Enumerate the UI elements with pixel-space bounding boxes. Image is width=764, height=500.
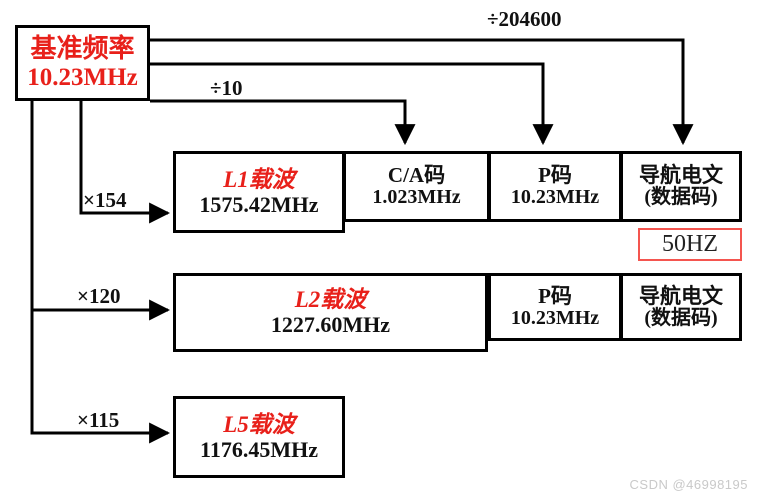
data-rate-label: 50HZ bbox=[662, 231, 718, 257]
divider-label-204600: ÷204600 bbox=[487, 7, 562, 31]
p-code-l2-title: P码 bbox=[538, 283, 572, 308]
nav-message-l1-subtitle: (数据码) bbox=[644, 186, 718, 209]
l2-carrier-frequency: 1227.60MHz bbox=[270, 312, 391, 338]
wire-ca-code bbox=[150, 99, 416, 146]
multiplier-label-120: ×120 bbox=[77, 284, 121, 308]
p-code-l1-box: P码 10.23MHz bbox=[488, 151, 622, 222]
l1-carrier-frequency: 1575.42MHz bbox=[199, 191, 319, 217]
l5-carrier-box: L5载波 1176.45MHz bbox=[173, 396, 345, 478]
l5-carrier-name: L5载波 bbox=[223, 411, 295, 437]
reference-frequency-box: 基准频率 10.23MHz bbox=[15, 25, 150, 101]
watermark: CSDN @46998195 bbox=[629, 477, 748, 492]
p-code-l1-title: P码 bbox=[538, 163, 572, 188]
nav-message-l1-title: 导航电文 bbox=[639, 163, 723, 188]
l1-carrier-box: L1载波 1575.42MHz bbox=[173, 151, 345, 233]
p-code-l1-frequency: 10.23MHz bbox=[510, 186, 600, 209]
multiplier-label-154: ×154 bbox=[83, 188, 127, 212]
l1-carrier-name: L1载波 bbox=[223, 166, 295, 192]
p-code-l2-box: P码 10.23MHz bbox=[488, 273, 622, 341]
data-rate-badge: 50HZ bbox=[638, 228, 742, 261]
wire-mul-115 bbox=[30, 101, 171, 444]
l2-carrier-name: L2载波 bbox=[294, 287, 367, 313]
nav-message-l1-box: 导航电文 (数据码) bbox=[620, 151, 742, 222]
wire-p-code-l1 bbox=[150, 62, 554, 146]
l5-carrier-frequency: 1176.45MHz bbox=[200, 436, 318, 462]
multiplier-label-115: ×115 bbox=[77, 408, 120, 432]
reference-frequency-value: 10.23MHz bbox=[27, 63, 138, 91]
l2-carrier-box: L2载波 1227.60MHz bbox=[173, 273, 488, 352]
ca-code-title: C/A码 bbox=[387, 163, 446, 188]
nav-message-l2-box: 导航电文 (数据码) bbox=[620, 273, 742, 341]
ca-code-frequency: 1.023MHz bbox=[372, 186, 461, 209]
nav-message-l2-title: 导航电文 bbox=[639, 283, 723, 308]
reference-frequency-name: 基准频率 bbox=[30, 34, 135, 64]
p-code-l2-frequency: 10.23MHz bbox=[510, 306, 600, 329]
divider-label-10: ÷10 bbox=[210, 76, 243, 100]
nav-message-l2-subtitle: (数据码) bbox=[644, 306, 718, 329]
ca-code-box: C/A码 1.023MHz bbox=[343, 151, 490, 222]
